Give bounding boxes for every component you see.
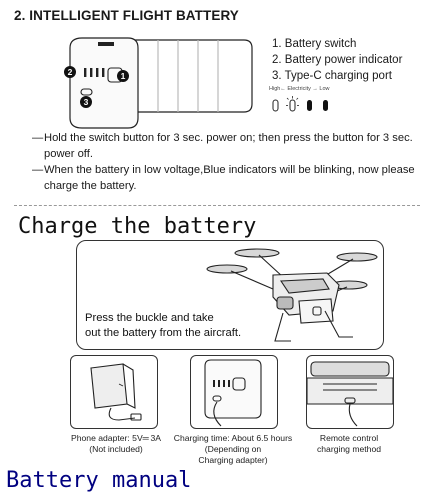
method-caption-line: Remote control	[319, 433, 379, 443]
power-level-icons	[272, 96, 328, 112]
battery-illustration: 2 1 3	[64, 37, 253, 129]
note-dash: —	[32, 132, 44, 144]
power-level-caption: High← Electricity → Low	[269, 86, 330, 92]
method-caption-line: Charging time: About 6.5 hours	[173, 433, 293, 443]
drone-caption: Press the buckle and take out the batter…	[85, 311, 241, 341]
phone-adapter-method-box	[70, 355, 158, 429]
usb-c-port	[80, 88, 93, 96]
level-led-on-icon	[307, 100, 312, 111]
callout-2-label: 2	[68, 67, 73, 77]
note-dash: —	[32, 164, 44, 176]
method-caption-line: Charging adapter)	[198, 455, 268, 465]
section-title: 2. INTELLIGENT FLIGHT BATTERY	[14, 8, 239, 23]
battery-manual-title: Battery manual	[6, 468, 192, 493]
battery-legend: 1. Battery switch 2. Battery power indic…	[272, 36, 402, 84]
note-power-switch: — Hold the switch button for 3 sec. powe…	[32, 131, 424, 162]
note-text: When the battery in low voltage,Blue ind…	[44, 164, 415, 192]
callout-3-label: 3	[84, 97, 89, 107]
level-led-outline-icon	[272, 99, 279, 112]
note-text: Hold the switch button for 3 sec. power …	[44, 132, 413, 160]
remote-control-method-box	[306, 355, 394, 429]
callout-1	[117, 70, 129, 82]
level-led-on-icon	[323, 100, 328, 111]
callout-2	[64, 66, 76, 78]
drone-illustration	[206, 248, 378, 342]
remote-control-illustration	[307, 361, 393, 427]
phone-adapter-caption: Phone adapter: 5V═ 3A (Not included)	[56, 433, 176, 455]
instruction-notes: — Hold the switch button for 3 sec. powe…	[32, 131, 424, 195]
charge-heading: Charge the battery	[18, 214, 257, 239]
battery-charging-illustration	[204, 359, 262, 427]
drone-caption-line: Press the buckle and take	[85, 312, 214, 324]
led-indicators	[84, 68, 105, 77]
charging-time-caption: Charging time: About 6.5 hours (Dependin…	[170, 433, 296, 466]
drone-battery-removal-panel: Press the buckle and take out the batter…	[76, 240, 384, 350]
drone-caption-line: out the battery from the aircraft.	[85, 327, 242, 339]
charging-time-method-box	[190, 355, 278, 429]
method-caption-line: (Depending on	[204, 444, 262, 454]
legend-item-port: 3. Type-C charging port	[272, 70, 392, 82]
callout-1-label: 1	[121, 71, 126, 81]
battery-body	[69, 37, 253, 129]
method-caption-line: Phone adapter: 5V═ 3A	[71, 433, 161, 443]
remote-control-caption: Remote control charging method	[296, 433, 402, 455]
legend-item-indicator: 2. Battery power indicator	[272, 54, 403, 66]
section-divider	[14, 205, 420, 206]
note-low-voltage: — When the battery in low voltage,Blue i…	[32, 163, 424, 194]
level-led-blinking-icon	[286, 96, 299, 112]
legend-item-switch: 1. Battery switch	[272, 38, 357, 50]
method-caption-line: (Not included)	[89, 444, 143, 454]
method-caption-line: charging method	[316, 444, 382, 454]
phone-adapter-illustration	[90, 363, 142, 421]
callout-3	[80, 96, 92, 108]
